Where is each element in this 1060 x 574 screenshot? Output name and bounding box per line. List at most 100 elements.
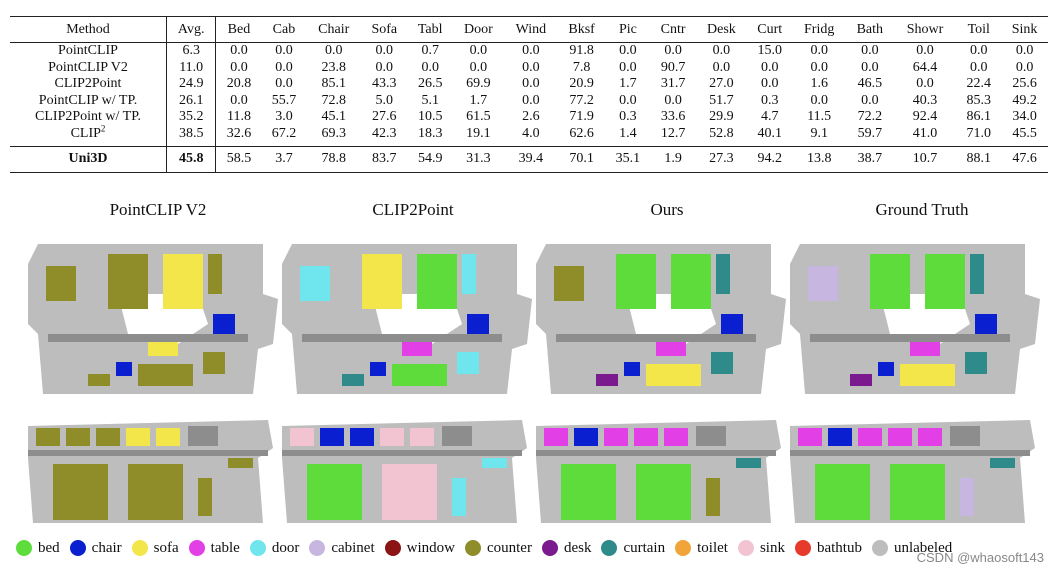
header-cell: Desk xyxy=(695,16,747,43)
bed-right xyxy=(671,254,711,309)
value-cell: 0.0 xyxy=(664,43,682,58)
value-cell: 0.0 xyxy=(230,43,248,58)
furniture-row xyxy=(918,428,942,446)
value-cell: 23.8 xyxy=(321,59,346,75)
bed-left xyxy=(108,254,148,309)
value-cell: 10.5 xyxy=(417,109,443,125)
legend-label: bed xyxy=(38,539,60,556)
value-cell: 0.0 xyxy=(275,43,293,58)
cabinet xyxy=(46,266,76,301)
chair xyxy=(467,314,489,334)
legend-label: toilet xyxy=(697,539,728,556)
value-cell: 85.3 xyxy=(966,92,992,108)
table xyxy=(656,342,686,356)
value-cell: 34.0 xyxy=(1012,109,1037,125)
value-cell: 40.3 xyxy=(912,92,938,108)
door xyxy=(711,352,733,374)
fixture xyxy=(188,426,218,446)
value-cell: 27.6 xyxy=(372,109,397,125)
scene-apartment-gt xyxy=(790,224,1040,404)
value-cell: 0.0 xyxy=(619,43,637,58)
value-cell: 26.5 xyxy=(417,76,443,92)
value-cell: 4.7 xyxy=(760,109,779,125)
value-cell: 1.6 xyxy=(810,76,828,92)
bed-right xyxy=(636,464,691,520)
legend-item-chair: chair xyxy=(69,540,122,557)
value-cell: 39.4 xyxy=(503,145,558,173)
sofa xyxy=(392,364,447,386)
bed-right xyxy=(925,254,965,309)
table xyxy=(910,342,940,356)
value-cell: 0.0 xyxy=(1015,59,1034,75)
bed-left xyxy=(362,254,402,309)
value-cell: 0.0 xyxy=(1015,43,1034,58)
bed-left xyxy=(815,464,870,520)
legend-swatch xyxy=(309,540,326,556)
avg-cell: 11.0 xyxy=(165,59,217,77)
value-cell: 91.8 xyxy=(569,43,594,58)
value-cell: 33.6 xyxy=(660,109,686,125)
value-cell: 0.0 xyxy=(522,43,540,58)
legend-label: door xyxy=(271,539,300,556)
value-cell: 0.0 xyxy=(810,59,828,75)
value-cell: 46.5 xyxy=(857,76,883,92)
value-cell: 69.3 xyxy=(321,125,346,141)
legend-item-door: door xyxy=(249,539,300,557)
value-cell: 55.7 xyxy=(271,92,297,108)
header-cell: Curt xyxy=(747,16,793,43)
furniture-row xyxy=(320,428,344,446)
fixture xyxy=(696,426,726,446)
value-cell: 0.0 xyxy=(810,92,828,108)
sink xyxy=(342,374,364,386)
legend-label: sink xyxy=(759,539,785,556)
avg-cell: 35.2 xyxy=(165,109,217,126)
value-cell: 47.6 xyxy=(1001,145,1048,173)
value-cell: 0.0 xyxy=(375,59,394,75)
value-cell: 0.0 xyxy=(760,76,779,92)
legend-label: counter xyxy=(486,539,532,556)
cabinet xyxy=(706,478,720,516)
value-cell: 32.6 xyxy=(226,125,252,141)
value-cell: 71.9 xyxy=(569,109,594,125)
header-cell: Cntr xyxy=(650,16,696,43)
value-cell: 0.0 xyxy=(275,59,293,75)
legend-swatch xyxy=(16,540,32,556)
value-cell: 0.0 xyxy=(619,59,637,75)
value-cell: 0.0 xyxy=(421,59,439,75)
chair xyxy=(878,362,894,376)
scene-apartment-mixed xyxy=(282,224,532,404)
value-cell: 85.1 xyxy=(321,76,346,92)
header-cell: Tabl xyxy=(407,16,453,43)
door xyxy=(990,458,1015,468)
legend-item-sofa: sofa xyxy=(131,540,179,557)
value-cell: 0.0 xyxy=(916,43,934,58)
value-cell: 13.8 xyxy=(792,145,846,173)
cabinet xyxy=(300,266,330,301)
value-cell: 0.0 xyxy=(916,76,934,92)
legend-swatch xyxy=(384,540,401,556)
legend-item-toilet: toilet xyxy=(675,540,728,557)
method-name: Uni3D xyxy=(10,145,167,173)
cabinet xyxy=(198,478,212,516)
fixture xyxy=(442,426,472,446)
value-cell: 78.8 xyxy=(306,145,361,173)
furniture-row xyxy=(574,428,598,446)
value-cell: 7.8 xyxy=(572,59,591,75)
value-cell: 0.0 xyxy=(861,43,879,58)
value-cell: 5.0 xyxy=(375,92,394,108)
legend-item-bed: bed xyxy=(16,540,60,557)
value-cell: 61.5 xyxy=(466,109,491,125)
value-cell: 45.1 xyxy=(321,109,346,125)
furniture-row xyxy=(544,428,568,446)
value-cell: 0.0 xyxy=(760,59,779,75)
bed-right xyxy=(128,464,183,520)
legend-item-counter: counter xyxy=(464,539,532,557)
value-cell: 0.0 xyxy=(712,59,731,75)
chair xyxy=(975,314,997,334)
value-cell: 0.0 xyxy=(861,59,879,75)
value-cell: 1.9 xyxy=(650,145,696,173)
furniture-row xyxy=(858,428,882,446)
